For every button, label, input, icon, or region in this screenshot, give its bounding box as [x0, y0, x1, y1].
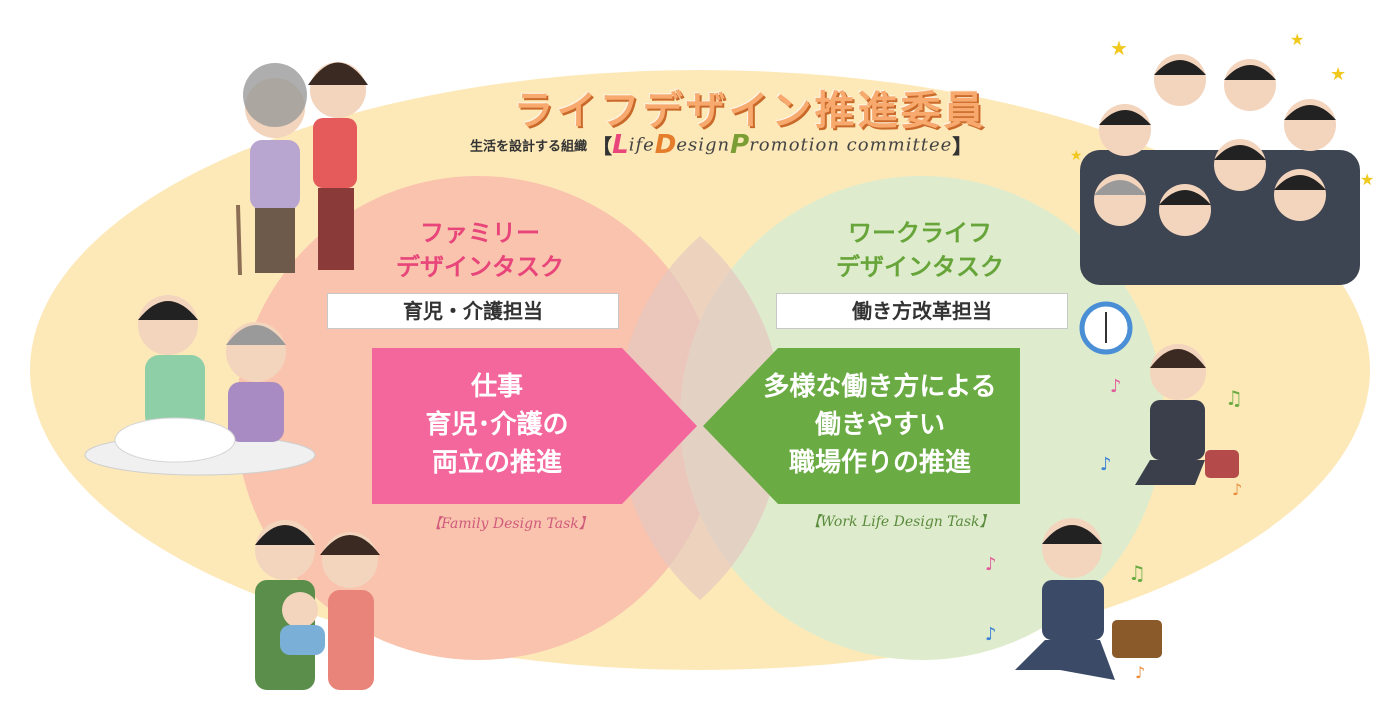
english-cap-d: D — [655, 130, 677, 160]
family-goal-text: 仕事 育児･介護の 両立の推進 — [372, 368, 622, 482]
family-goal-line: 仕事 — [372, 368, 622, 406]
work-goal-line: 働きやすい — [740, 406, 1020, 444]
svg-text:♪: ♪ — [985, 624, 997, 645]
svg-text:♪: ♪ — [1110, 376, 1122, 397]
svg-text:♫: ♫ — [1128, 561, 1146, 585]
subtitle: 生活を設計する組織 — [470, 140, 587, 155]
subtitle-row: 生活を設計する組織 【LifeDesignPromotion committee… — [470, 130, 1030, 160]
bracket-open: 【 — [592, 135, 612, 159]
work-goal-line: 職場作りの推進 — [740, 444, 1020, 482]
svg-text:♪: ♪ — [1100, 454, 1112, 475]
english-part-esign: esign — [676, 135, 730, 156]
english-part-ife: ife — [629, 135, 655, 156]
svg-text:★: ★ — [1070, 148, 1083, 164]
family-task-title: ファミリー デザインタスク — [330, 216, 630, 284]
family-role-box: 育児・介護担当 — [327, 293, 619, 329]
clock-icon — [1082, 304, 1130, 352]
english-part-romotion: romotion committee — [749, 135, 952, 156]
family-task-title-line2: デザインタスク — [330, 250, 630, 284]
english-cap-l: L — [612, 130, 629, 160]
work-task-english-label: 【Work Life Design Task】 — [775, 511, 1025, 531]
svg-text:♫: ♫ — [1225, 386, 1243, 410]
work-goal-text: 多様な働き方による 働きやすい 職場作りの推進 — [740, 368, 1020, 482]
family-goal-line: 両立の推進 — [372, 444, 622, 482]
work-goal-line: 多様な働き方による — [740, 368, 1020, 406]
svg-text:★: ★ — [1330, 64, 1346, 85]
svg-text:♪: ♪ — [985, 554, 997, 575]
page-title: ライフデザイン推進委員 — [430, 78, 1070, 136]
work-task-title: ワークライフ デザインタスク — [770, 216, 1070, 284]
svg-text:♪: ♪ — [1232, 480, 1242, 499]
english-cap-p: P — [730, 130, 749, 160]
office-team-illustration: ★ ★ ★ ★ ★ — [1070, 30, 1374, 285]
svg-text:♪: ♪ — [1135, 663, 1145, 682]
svg-text:★: ★ — [1290, 30, 1304, 49]
svg-text:★: ★ — [1360, 170, 1374, 189]
work-task-title-line1: ワークライフ — [770, 216, 1070, 250]
work-task-title-line2: デザインタスク — [770, 250, 1070, 284]
work-role-box: 働き方改革担当 — [776, 293, 1068, 329]
bracket-close: 】 — [952, 135, 972, 159]
family-task-english-label: 【Family Design Task】 — [400, 513, 620, 533]
svg-text:★: ★ — [1110, 36, 1128, 60]
family-goal-line: 育児･介護の — [372, 406, 622, 444]
family-task-title-line1: ファミリー — [330, 216, 630, 250]
